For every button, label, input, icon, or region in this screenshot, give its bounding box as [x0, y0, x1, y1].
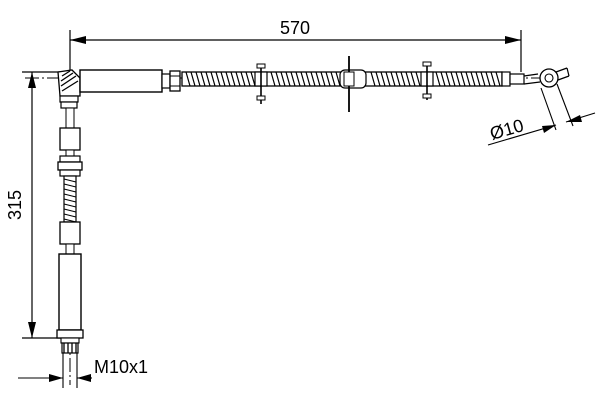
hose-coil: [310, 71, 316, 87]
hose-coil: [485, 71, 491, 87]
banjo-eye: [523, 67, 570, 88]
hose-coil: [63, 188, 77, 193]
hose-coil: [235, 71, 241, 87]
horizontal-bracket-2: [339, 56, 367, 112]
hose-coil: [63, 213, 77, 218]
hose-coil: [280, 71, 286, 87]
hose-coil: [410, 71, 416, 87]
end-fitting: [501, 71, 525, 87]
vertical-hex-nut: [57, 149, 83, 177]
hose-coil: [465, 71, 471, 87]
hose-coil: [305, 71, 311, 87]
hose-coil: [390, 71, 396, 87]
hose-coil: [470, 71, 476, 87]
hose-coil: [450, 71, 456, 87]
dimension-horizontal-label: 570: [280, 18, 310, 38]
hose-coil: [215, 71, 221, 87]
dimension-eye-label: Ø10: [488, 115, 526, 144]
hose-coil: [200, 71, 206, 87]
dimension-vertical-label: 315: [5, 190, 25, 220]
vertical-armored-hose: [63, 175, 77, 223]
hose-coil: [495, 71, 501, 87]
vertical-sleeve-2: [59, 221, 81, 245]
hose-coil: [185, 71, 191, 87]
hose-coil: [445, 71, 451, 87]
hose-coil: [400, 71, 406, 87]
hose-coil: [250, 71, 256, 87]
hose-coil: [325, 71, 331, 87]
vertical-hose-section: [65, 243, 75, 255]
hose-coil: [370, 71, 376, 87]
hose-coil: [395, 71, 401, 87]
hose-coil: [63, 193, 77, 198]
hose-coil: [63, 203, 77, 208]
hose-coil: [195, 71, 201, 87]
dimension-thread: M10x1: [18, 353, 148, 388]
hose-coil: [385, 71, 391, 87]
horizontal-bracket-1: [254, 63, 268, 104]
dimension-horizontal: 570: [69, 18, 522, 72]
corner-fitting: [57, 69, 81, 109]
hose-coil: [270, 71, 276, 87]
hose-coil: [63, 208, 77, 213]
hose-coil: [63, 178, 77, 183]
hose-coil: [405, 71, 411, 87]
hose-coil: [290, 71, 296, 87]
hose-coil: [275, 71, 281, 87]
hose-coil: [320, 71, 326, 87]
horizontal-bracket-3: [420, 61, 434, 100]
hose-coil: [460, 71, 466, 87]
hose-coil: [415, 71, 421, 87]
horizontal-crimp-sleeve: [79, 69, 171, 93]
vertical-nut: [56, 329, 84, 344]
horizontal-hex-nut: [169, 70, 181, 92]
hose-coil: [225, 71, 231, 87]
vertical-crimp-sleeve: [58, 253, 82, 331]
hose-coil: [440, 71, 446, 87]
hose-coil: [295, 71, 301, 87]
hose-coil: [63, 183, 77, 188]
hose-coil: [220, 71, 226, 87]
hose-coil: [245, 71, 251, 87]
hose-coil: [335, 71, 341, 87]
dimension-vertical: 315: [5, 71, 70, 339]
thread-end: [61, 342, 79, 354]
hose-coil: [63, 198, 77, 203]
hose-coil: [490, 71, 496, 87]
dimension-thread-label: M10x1: [94, 357, 148, 377]
hose-coil: [205, 71, 211, 87]
hose-coil: [230, 71, 236, 87]
hose-coil: [240, 71, 246, 87]
hose-coil: [380, 71, 386, 87]
vertical-sleeve-1: [59, 127, 81, 151]
hose-coil: [330, 71, 336, 87]
vertical-hose-line: [65, 107, 75, 129]
hose-coil: [285, 71, 291, 87]
hose-coil: [210, 71, 216, 87]
hose-coil: [300, 71, 306, 87]
hose-coil: [190, 71, 196, 87]
hose-coil: [480, 71, 486, 87]
dimension-eye-diameter: Ø10: [488, 83, 596, 146]
hose-coil: [315, 71, 321, 87]
hose-coil: [475, 71, 481, 87]
hose-coil: [375, 71, 381, 87]
hose-coil: [435, 71, 441, 87]
hose-coil: [455, 71, 461, 87]
